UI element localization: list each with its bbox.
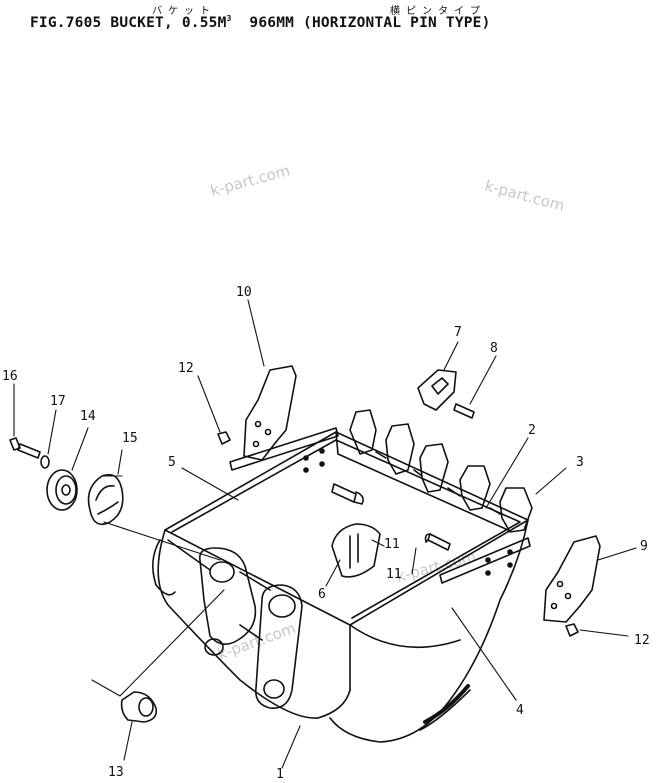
callout-6: 6 — [318, 587, 326, 602]
callout-17: 17 — [50, 394, 66, 409]
figure-title: FIG.7605 BUCKET, 0.55M3 966MM (HORIZONTA… — [30, 14, 491, 31]
callout-3: 3 — [576, 455, 584, 470]
callout-16: 16 — [2, 369, 18, 384]
hub-14 — [46, 469, 78, 511]
bolt-11-lower — [424, 533, 451, 551]
watermark: k-part.com — [215, 619, 298, 664]
tooth-7 — [417, 369, 457, 411]
callout-10: 10 — [236, 285, 252, 300]
callout-9: 9 — [640, 539, 648, 554]
watermark: k-part.com — [208, 161, 292, 200]
callout-1: 1 — [276, 767, 284, 782]
callout-13: 13 — [108, 765, 124, 780]
callout-14: 14 — [80, 409, 96, 424]
figure-number: FIG.7605 — [30, 15, 102, 31]
callout-4: 4 — [516, 703, 524, 718]
bucket-body — [152, 427, 531, 743]
figure-name: BUCKET — [110, 15, 164, 31]
bucket-capacity: 0.55M — [181, 15, 227, 31]
bushing-13 — [120, 691, 158, 723]
title-ruby-pin-type: 横ピンタイプ — [390, 6, 486, 17]
callout-12: 12 — [178, 361, 194, 376]
side-cutter-10 — [243, 365, 297, 461]
title-ruby-bucket: バケット — [152, 6, 216, 17]
shim-15 — [87, 473, 124, 526]
watermark: k-part.com — [483, 176, 567, 215]
capacity-exponent: 3 — [226, 14, 232, 23]
side-cutter-9 — [543, 535, 601, 623]
callout-8: 8 — [490, 341, 498, 356]
tooth-adapter — [349, 409, 533, 533]
callout-5: 5 — [168, 455, 176, 470]
plate-6 — [331, 523, 381, 578]
leader-lines — [13, 299, 637, 769]
callout-2: 2 — [528, 423, 536, 438]
bucket-width: 966MM — [249, 15, 295, 31]
callout-12: 12 — [634, 633, 650, 648]
callout-15: 15 — [122, 431, 138, 446]
callout-7: 7 — [454, 325, 462, 340]
callout-11: 11 — [384, 537, 400, 552]
pin-type: (HORIZONTAL PIN TYPE) — [303, 15, 491, 31]
callout-11: 11 — [386, 567, 402, 582]
bolt-16 — [9, 437, 41, 459]
nut-12-left — [217, 431, 231, 445]
nut-12-right — [565, 623, 579, 637]
pin-8 — [453, 403, 475, 419]
washer-17 — [40, 455, 50, 469]
bolt-11-upper — [331, 483, 364, 505]
